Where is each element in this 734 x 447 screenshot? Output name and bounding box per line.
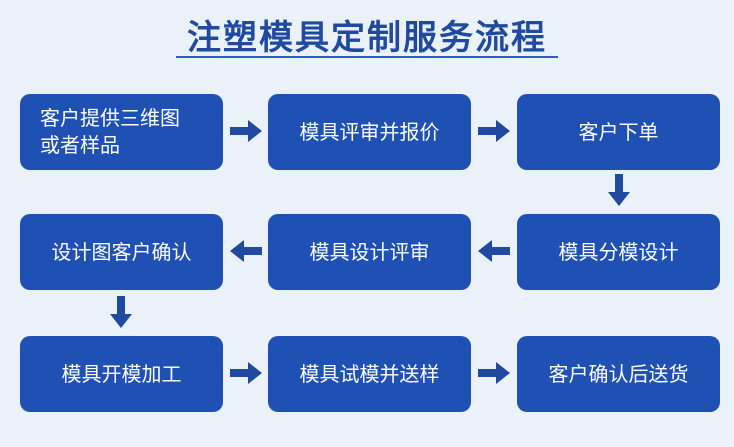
- step-4-label: 模具分模设计: [558, 239, 679, 264]
- arrow-left-icon: [230, 240, 262, 262]
- arrow-right-icon: [230, 362, 262, 384]
- arrow-right-icon: [230, 120, 262, 142]
- step-1-provide-3d-drawing: 客户提供三维图 或者样品: [20, 94, 223, 170]
- arrow-left-icon: [478, 240, 510, 262]
- step-8-label: 模具试模并送样: [299, 361, 440, 386]
- step-9-confirm-and-ship: 客户确认后送货: [517, 336, 720, 412]
- step-7-label: 模具开模加工: [61, 361, 182, 386]
- page-title: 注塑模具定制服务流程: [187, 18, 547, 58]
- arrow-right-icon: [478, 120, 510, 142]
- title-underline: [176, 56, 558, 58]
- arrow-down-icon: [608, 174, 630, 206]
- step-4-mold-split-design: 模具分模设计: [517, 214, 720, 290]
- step-5-label: 模具设计评审: [309, 239, 430, 264]
- step-2-label: 模具评审并报价: [299, 119, 440, 144]
- step-1-label: 客户提供三维图 或者样品: [40, 106, 180, 157]
- step-8-trial-and-sample: 模具试模并送样: [268, 336, 471, 412]
- arrow-down-icon: [110, 296, 132, 328]
- step-5-design-review: 模具设计评审: [268, 214, 471, 290]
- step-9-label: 客户确认后送货: [548, 361, 689, 386]
- step-6-drawing-customer-confirm: 设计图客户确认: [20, 214, 223, 290]
- step-2-review-and-quote: 模具评审并报价: [268, 94, 471, 170]
- arrow-right-icon: [478, 362, 510, 384]
- step-3-customer-order: 客户下单: [517, 94, 720, 170]
- step-6-label: 设计图客户确认: [51, 239, 192, 264]
- step-7-mold-machining: 模具开模加工: [20, 336, 223, 412]
- step-3-label: 客户下单: [578, 119, 659, 144]
